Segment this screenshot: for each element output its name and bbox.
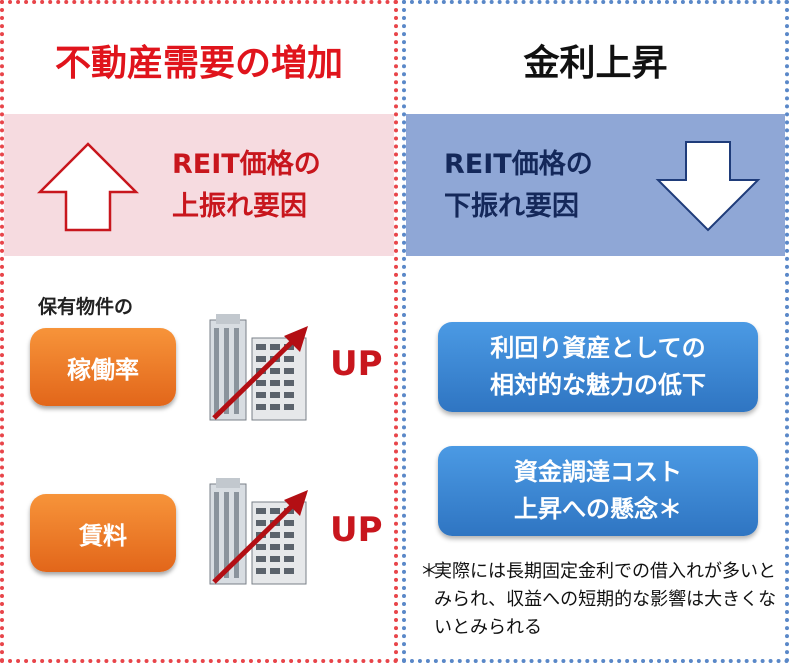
- footnote: ＊ 実際には長期固定金利での借入れが多いとみられ、収益への短期的な影響は大きくな…: [420, 558, 784, 642]
- building-icon: [209, 314, 307, 421]
- funding-cost-box: 資金調達コスト 上昇への懸念＊: [438, 446, 758, 536]
- left-title: 不動産需要の増加: [54, 43, 343, 84]
- right-factor-line2: 下振れ要因: [444, 191, 579, 222]
- right-factor-text: REIT価格の 下振れ要因: [444, 144, 593, 228]
- rising-trend-arrow-icon: [212, 326, 308, 420]
- left-factor-line2: 上振れ要因: [172, 191, 307, 222]
- left-panel: 不動産需要の増加 REIT価格の 上振れ要因 保有物件の 稼働率 UP: [0, 0, 398, 663]
- box2-line2: 上昇への懸念＊: [514, 495, 682, 523]
- rent-box: 賃料: [30, 494, 176, 572]
- right-band: REIT価格の 下振れ要因: [406, 114, 785, 256]
- right-panel: 金利上昇 REIT価格の 下振れ要因 利回り資産としての 相対的な魅力の低下 資…: [402, 0, 789, 663]
- left-factor-text: REIT価格の 上振れ要因: [172, 144, 321, 228]
- up-label-rent: UP: [330, 510, 383, 550]
- left-factor-line1: REIT価格の: [172, 149, 321, 180]
- box1-line1: 利回り資産としての: [490, 334, 706, 362]
- occupancy-rate-box: 稼働率: [30, 328, 176, 406]
- up-label-occupancy: UP: [330, 344, 383, 384]
- footnote-mark: ＊: [420, 561, 438, 582]
- building-icon: [209, 478, 307, 585]
- down-arrow-icon: [655, 141, 761, 232]
- right-factor-line1: REIT価格の: [444, 149, 593, 180]
- box1-line2: 相対的な魅力の低下: [490, 371, 706, 399]
- box2-line1: 資金調達コスト: [514, 458, 682, 486]
- rising-trend-arrow-icon: [212, 490, 308, 584]
- relative-attractiveness-box: 利回り資産としての 相対的な魅力の低下: [438, 322, 758, 412]
- up-arrow-icon: [36, 142, 140, 232]
- footnote-text: 実際には長期固定金利での借入れが多いとみられ、収益への短期的な影響は大きくないと…: [434, 561, 777, 638]
- right-title: 金利上昇: [523, 43, 668, 84]
- subheading-owned-properties: 保有物件の: [38, 296, 134, 318]
- left-band: REIT価格の 上振れ要因: [4, 114, 394, 256]
